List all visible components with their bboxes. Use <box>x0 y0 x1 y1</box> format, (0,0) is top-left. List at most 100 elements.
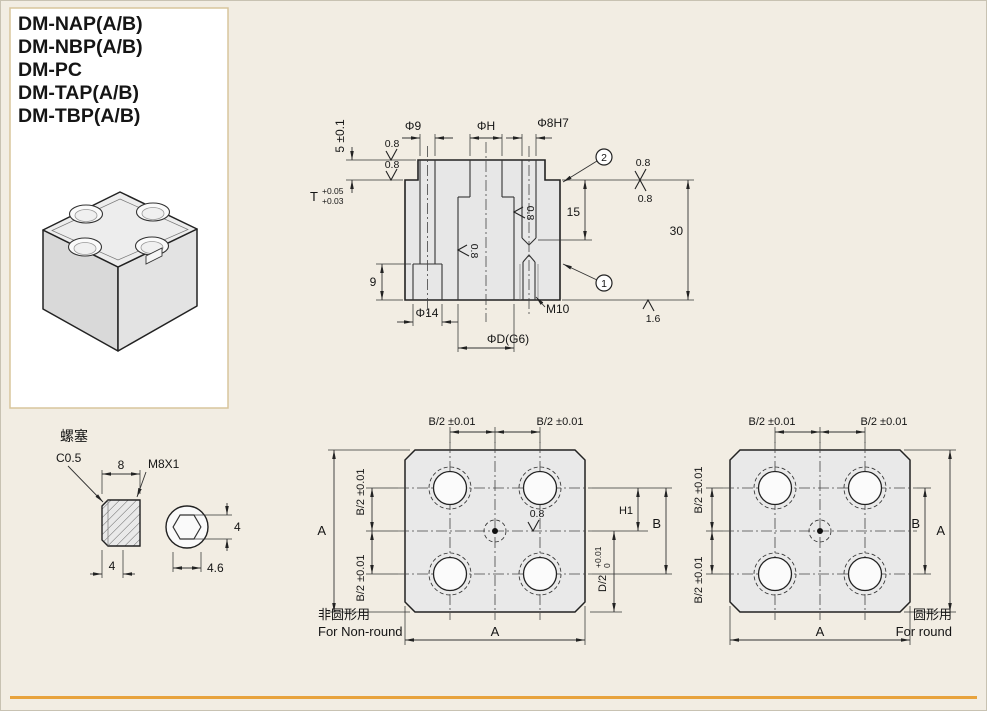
dim-30: 30 <box>562 180 694 301</box>
plug-end-view <box>165 505 209 549</box>
dim-m10-label: M10 <box>546 302 570 316</box>
dim-d2-lower-tol: 0 <box>602 563 612 568</box>
dim-d2-upper-tol: +0.01 <box>593 546 603 568</box>
dim-A-label: A <box>317 523 326 538</box>
dim-B-label: B <box>911 516 920 531</box>
section-centerlines <box>427 142 530 322</box>
dim-B-label: B <box>652 516 661 531</box>
roughness-label: 0.8 <box>524 206 536 221</box>
part-name: DM-NAP(A/B) <box>18 13 143 35</box>
part-name: DM-TAP(A/B) <box>18 82 139 104</box>
plate-nr-dim-right: H1 B <box>592 487 672 575</box>
dim-T-label: T <box>310 189 318 204</box>
dim-m8-label: M8X1 <box>148 457 180 471</box>
roughness-label: 0.8 <box>636 157 651 169</box>
dim-T: T +0.05 +0.03 <box>310 186 344 206</box>
dim-T-lower-tol: +0.03 <box>322 196 344 206</box>
roughness-16-label: 1.6 <box>646 313 661 325</box>
balloon-2: 2 <box>562 148 613 183</box>
roughness-right-pair: 0.8 0.8 <box>634 157 653 205</box>
dim-phi14: Φ14 <box>397 304 458 326</box>
roughness-top-left: 0.8 0.8 <box>385 138 400 182</box>
dim-5: 5 ±0.1 <box>333 119 416 193</box>
dim-A-label: A <box>491 624 500 639</box>
dim-4-bottom-label: 4 <box>109 559 116 573</box>
roughness-label: 0.8 <box>638 193 653 205</box>
dim-4-right: 4 <box>194 503 241 551</box>
roughness-bore-right: 0.8 <box>512 206 536 221</box>
iso-notch <box>145 247 163 265</box>
part-name: DM-PC <box>18 59 82 81</box>
plate-r-dim-left-b2: B/2 ±0.01 B/2 ±0.01 <box>693 466 723 604</box>
center-hole-dashed <box>483 519 507 543</box>
plate-r-dim-A-bottom: A <box>729 606 911 645</box>
roughness-label: 0.8 <box>468 244 480 259</box>
dim-9: 9 <box>370 263 411 301</box>
plate-nr-dim-left-b2: B/2 ±0.01 B/2 ±0.01 <box>355 468 398 602</box>
plate-nr-dim-A-bottom: A <box>404 606 586 645</box>
dim-phi9: Φ9 <box>402 119 453 156</box>
section-view: Φ9 ΦH Φ8H7 5 ±0.1 0.8 0.8 <box>310 116 694 352</box>
dim-9-label: 9 <box>370 275 377 289</box>
dim-c05-label: C0.5 <box>56 451 82 465</box>
roughness-label: 0.8 <box>530 508 545 520</box>
dim-15-label: 15 <box>567 205 581 219</box>
accent-rule <box>10 696 977 699</box>
product-box: DM-NAP(A/B) DM-NBP(A/B) DM-PC DM-TAP(A/B… <box>9 7 229 409</box>
caption-nonround-en: For Non-round <box>318 624 403 639</box>
dim-8-label: 8 <box>118 458 125 472</box>
plate-nr-dim-top: B/2 ±0.01 B/2 ±0.01 <box>428 416 584 443</box>
dim-b2-label: B/2 ±0.01 <box>428 416 475 428</box>
caption-round-cn: 圆形用 <box>913 607 952 622</box>
caption-round-en: For round <box>896 624 952 639</box>
caption-nonround-cn: 非圆形用 <box>318 607 370 622</box>
roughness-bore-left: 0.8 <box>456 244 480 259</box>
roughness-label: 0.8 <box>385 159 400 171</box>
plate-r-dim-right: B A <box>904 449 956 613</box>
dim-A-label: A <box>936 523 945 538</box>
roughness-bottom: 1.6 <box>642 298 661 325</box>
dim-4-bottom: 4 <box>90 550 135 578</box>
dim-b2-label: B/2 ±0.01 <box>355 554 367 601</box>
plug-title: 螺塞 <box>60 428 88 444</box>
dim-phi8h7-label: Φ8H7 <box>537 116 569 130</box>
dim-4-right-label: 4 <box>234 520 241 534</box>
dim-phi9-label: Φ9 <box>405 119 422 133</box>
center-point <box>817 528 823 534</box>
dim-b2-label: B/2 ±0.01 <box>355 468 367 515</box>
plate-nr-roughness: 0.8 <box>527 508 545 533</box>
section-body <box>404 159 561 301</box>
dim-5-label: 5 ±0.1 <box>333 119 347 153</box>
hex-socket <box>172 514 202 540</box>
dim-phiH: ΦH <box>469 119 503 156</box>
dim-46: 4.6 <box>172 552 224 575</box>
section-internal-lines <box>412 160 539 300</box>
plate-nr-holes <box>428 466 562 596</box>
dim-b2-label: B/2 ±0.01 <box>860 416 907 428</box>
part-name: DM-TBP(A/B) <box>18 105 140 127</box>
center-point <box>492 528 498 534</box>
plate-nonround-view: 0.8 B/2 ±0.01 B/2 ±0.01 A B/2 ±0.01 <box>317 416 672 645</box>
balloon-1-label: 1 <box>601 278 607 290</box>
roughness-label: 0.8 <box>385 138 400 150</box>
dim-b2-label: B/2 ±0.01 <box>536 416 583 428</box>
dim-phiH-label: ΦH <box>477 119 495 133</box>
dim-H1-label: H1 <box>619 505 633 517</box>
dim-b2-label: B/2 ±0.01 <box>693 466 705 513</box>
dim-T-upper-tol: +0.05 <box>322 186 344 196</box>
plate-round-view: B/2 ±0.01 B/2 ±0.01 B/2 ±0.01 B/2 ±0.01 … <box>693 416 956 645</box>
plate-r-holes <box>753 466 887 596</box>
plug-view: 螺塞 C0.5 8 M8X1 4 <box>56 428 241 578</box>
dim-30-label: 30 <box>670 224 684 238</box>
plate-nr-dim-A-left: A <box>317 449 410 613</box>
dim-d2-label: D/2 <box>597 575 609 592</box>
dim-15: 15 <box>538 179 694 241</box>
dim-phiD: ΦD(G6) <box>457 304 529 352</box>
dim-m10: M10 <box>535 296 570 316</box>
dim-A-label: A <box>816 624 825 639</box>
balloon-2-label: 2 <box>601 152 607 164</box>
plate-r-dim-top: B/2 ±0.01 B/2 ±0.01 <box>748 416 908 443</box>
dim-b2-label: B/2 ±0.01 <box>693 556 705 603</box>
